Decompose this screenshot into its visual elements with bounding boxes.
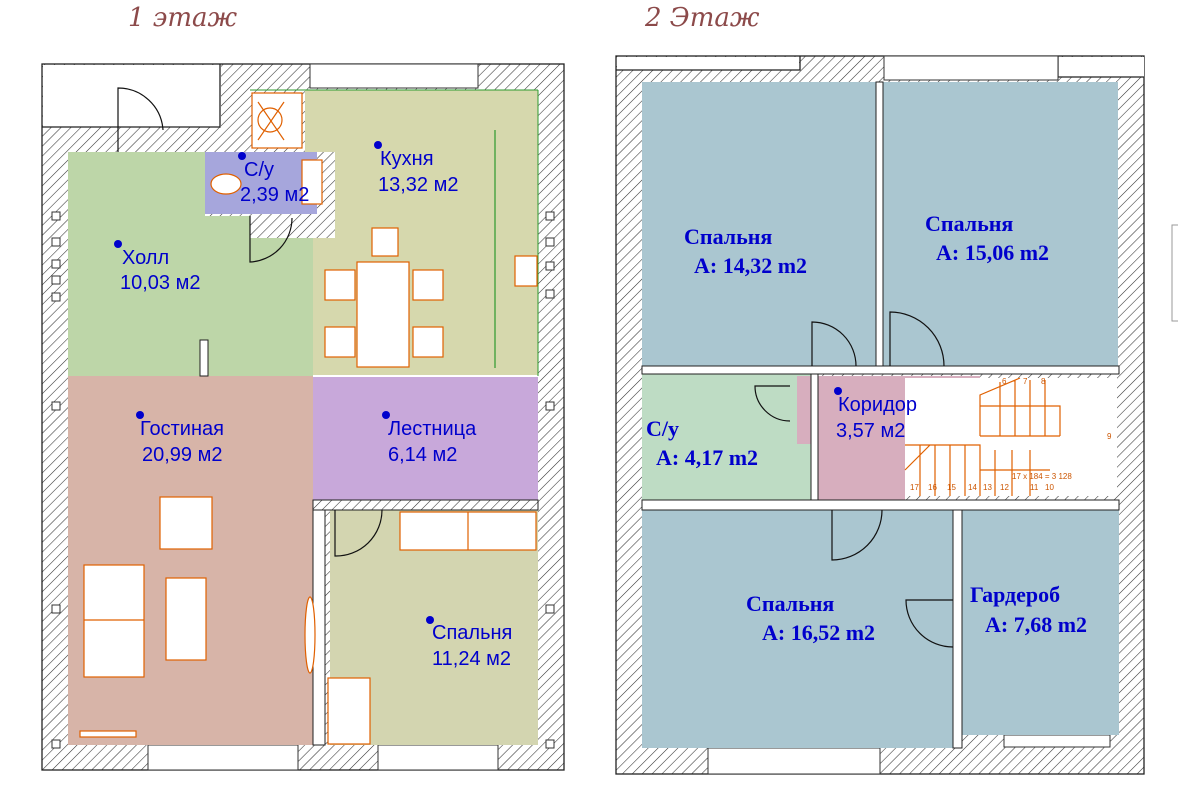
svg-text:С/у: С/у (646, 416, 679, 441)
sofa-icon (83, 564, 145, 678)
wc-2-door (754, 385, 791, 422)
svg-text:3,57 м2: 3,57 м2 (836, 420, 905, 442)
svg-text:Лестница: Лестница (388, 418, 477, 440)
floor-1-plan: 1 этаж (41, 3, 565, 771)
stair-note: 17 x 184 = 3 128 (1012, 472, 1072, 481)
svg-text:15: 15 (947, 483, 956, 492)
kitchen-sink-icon (514, 255, 538, 287)
bedroom-1-room (642, 82, 876, 366)
room-label-kitchen: Кухня 13,32 м2 (374, 141, 458, 196)
edge-fragment (1171, 224, 1178, 322)
svg-text:12: 12 (1000, 483, 1009, 492)
toilet-icon (210, 173, 242, 195)
living-room (68, 376, 323, 745)
floor-2-plan: 2 Этаж 6 7 8 9 10 11 (615, 3, 1145, 775)
svg-text:A: 4,17 m2: A: 4,17 m2 (656, 445, 758, 470)
svg-text:A: 15,06 m2: A: 15,06 m2 (936, 240, 1049, 265)
hall-room (68, 152, 313, 376)
svg-text:10: 10 (1045, 483, 1054, 492)
staircase-icon: 6 7 8 9 10 11 12 13 14 15 16 17 17 x 184… (904, 377, 1117, 496)
wardrobe-door (905, 599, 954, 648)
svg-text:20,99 м2: 20,99 м2 (142, 444, 222, 466)
svg-text:9: 9 (1107, 432, 1112, 441)
room-label-wardrobe: Гардероб A: 7,68 m2 (970, 582, 1087, 637)
svg-text:Гардероб: Гардероб (970, 582, 1060, 607)
stairs-room (313, 376, 538, 500)
dining-table-icon (356, 261, 410, 368)
svg-text:A: 7,68 m2: A: 7,68 m2 (985, 612, 1087, 637)
wc-2-room (642, 374, 811, 500)
svg-text:A: 16,52 m2: A: 16,52 m2 (762, 620, 875, 645)
svg-text:8: 8 (1041, 377, 1046, 386)
tv-icon (304, 596, 316, 674)
floor-2-title: 2 Этаж (644, 3, 760, 33)
window (377, 744, 499, 771)
svg-text:A: 14,32 m2: A: 14,32 m2 (694, 253, 807, 278)
bedroom-1-door (811, 321, 857, 367)
bedroom-door (334, 509, 383, 557)
sink-icon (301, 159, 323, 205)
partition-wall (312, 499, 539, 511)
room-label-hall: Холл 10,03 м2 (114, 240, 200, 294)
svg-text:Спальня: Спальня (684, 224, 772, 249)
bedroom-2-room (883, 82, 1118, 366)
room-label-bedroom: Спальня 11,24 м2 (426, 616, 512, 670)
svg-text:Спальня: Спальня (746, 591, 834, 616)
room-label-bedroom-1: Спальня A: 14,32 m2 (684, 224, 807, 278)
entrance-door (117, 87, 164, 152)
svg-text:11: 11 (1030, 483, 1039, 492)
bedroom-2-door (889, 311, 945, 367)
wardrobe-room (962, 510, 1119, 735)
svg-text:2,39 м2: 2,39 м2 (240, 184, 309, 206)
window (309, 63, 479, 89)
floor-1-title: 1 этаж (128, 3, 238, 33)
svg-text:11,24 м2: 11,24 м2 (432, 648, 511, 670)
svg-text:14: 14 (968, 483, 977, 492)
svg-text:16: 16 (928, 483, 937, 492)
svg-text:Холл: Холл (122, 247, 169, 269)
room-label-bedroom-2: Спальня A: 15,06 m2 (925, 211, 1049, 265)
wc-door (249, 216, 293, 263)
floor-1-entrance-notch (43, 65, 221, 127)
svg-text:17: 17 (910, 483, 919, 492)
svg-text:13,32 м2: 13,32 м2 (378, 174, 458, 196)
svg-text:Гостиная: Гостиная (140, 418, 224, 440)
svg-text:6: 6 (1002, 377, 1007, 386)
bedroom-3-door (831, 509, 883, 561)
svg-text:Кухня: Кухня (380, 148, 434, 170)
window (147, 744, 299, 771)
room-label-bedroom-3: Спальня A: 16,52 m2 (746, 591, 875, 645)
svg-text:Спальня: Спальня (925, 211, 1013, 236)
svg-text:7: 7 (1023, 377, 1028, 386)
svg-text:13: 13 (983, 483, 992, 492)
bedroom-3-room (642, 510, 953, 748)
room-label-corridor: Коридор 3,57 м2 (834, 387, 917, 442)
svg-text:Коридор: Коридор (838, 394, 917, 416)
svg-text:С/у: С/у (244, 159, 274, 181)
svg-text:6,14 м2: 6,14 м2 (388, 444, 457, 466)
room-label-wc-2: С/у A: 4,17 m2 (646, 416, 758, 470)
svg-text:10,03 м2: 10,03 м2 (120, 272, 200, 294)
partition-wall (199, 339, 209, 377)
room-label-stairs: Лестница 6,14 м2 (382, 411, 477, 466)
room-label-wc: С/у 2,39 м2 (238, 152, 309, 206)
room-label-living: Гостиная 20,99 м2 (136, 411, 224, 466)
svg-text:Спальня: Спальня (432, 622, 512, 644)
